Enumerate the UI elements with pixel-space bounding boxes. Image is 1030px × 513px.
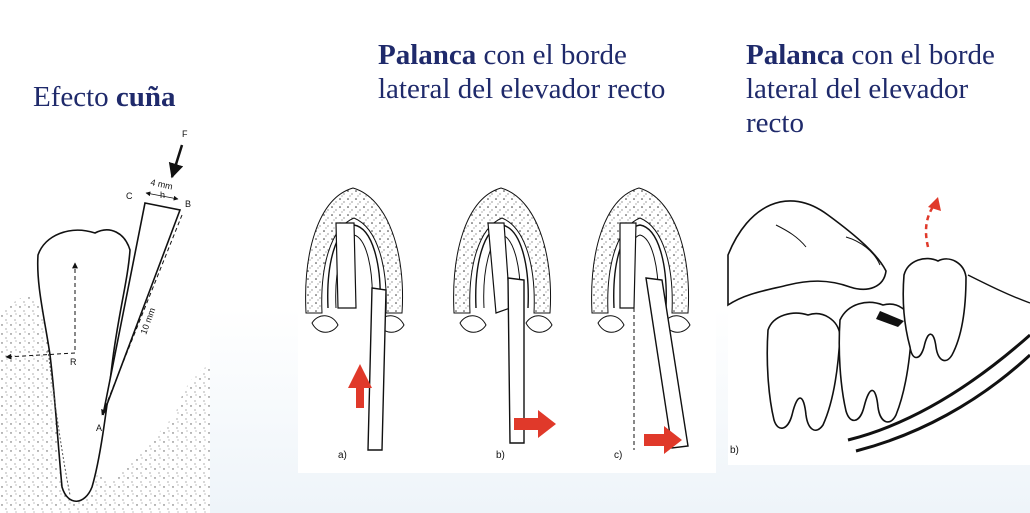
lever-step-b: b) — [452, 187, 556, 461]
elevator-tip — [876, 311, 904, 327]
molar-1 — [766, 312, 841, 431]
wedge-drawing: C B h 4 mm F 10 mm A R — [0, 129, 210, 513]
label-4mm: 4 mm — [150, 177, 174, 191]
molar-3 — [902, 257, 967, 362]
tooth-outline — [36, 229, 131, 503]
lever-sequence-illustration: a) b) c) — [298, 168, 716, 473]
finger — [727, 200, 887, 307]
molar-2 — [838, 301, 913, 423]
heading-wedge-effect: Efecto cuña — [33, 80, 176, 114]
heading-lever-middle-bold: Palanca — [378, 39, 477, 71]
molar-rotation-drawing: b) — [727, 197, 1030, 456]
label-b: B — [185, 199, 191, 209]
label-step-c: c) — [614, 450, 622, 461]
red-arrow-up-icon — [348, 364, 372, 408]
heading-lever-right-bold: Palanca — [746, 39, 845, 71]
molar-rotation-illustration: b) — [727, 175, 1030, 465]
heading-lever-middle: Palanca con el borde lateral del elevado… — [378, 38, 678, 106]
label-step-a: a) — [338, 450, 347, 461]
heading-lever-right-normal: con el borde lateral del elevador recto — [746, 39, 995, 139]
heading-lever-right: Palanca con el borde lateral del elevado… — [746, 38, 1026, 140]
red-arrow-right-icon — [514, 410, 556, 438]
heading-wedge-bold: cuña — [115, 81, 176, 113]
red-arrow-right-icon-c — [644, 426, 682, 454]
label-a: A — [96, 423, 102, 433]
label-f: F — [182, 129, 188, 139]
label-h: h — [160, 190, 165, 200]
lever-step-a: a) — [304, 187, 405, 461]
wedge-illustration: C B h 4 mm F 10 mm A R — [0, 115, 210, 513]
heading-wedge-normal: Efecto — [33, 81, 116, 113]
wedge-elevator — [102, 202, 182, 416]
rotation-arrow-icon — [924, 204, 936, 248]
label-step-b: b) — [496, 450, 505, 461]
label-r: R — [70, 357, 77, 367]
heading-lever-middle-normal: con el borde lateral del elevador recto — [378, 39, 666, 105]
lever-step-c: c) — [590, 187, 691, 461]
label-c: C — [126, 191, 133, 201]
lever-sequence-drawing: a) b) c) — [304, 187, 691, 461]
label-rotation-b: b) — [730, 445, 739, 456]
